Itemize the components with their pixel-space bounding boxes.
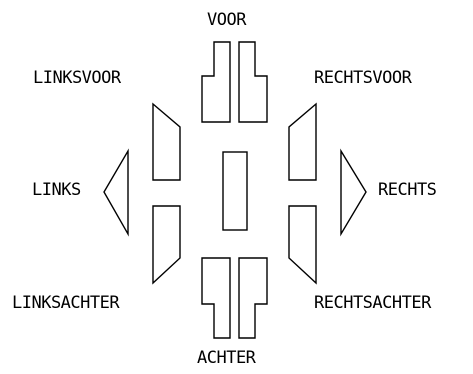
- label-voor: VOOR: [207, 10, 246, 30]
- left-front-piece: [152, 102, 181, 181]
- label-achter: ACHTER: [197, 348, 256, 368]
- front-left-piece: [201, 41, 231, 123]
- rear-right-piece: [238, 257, 268, 339]
- center-block: [222, 151, 248, 231]
- rear-left-piece: [201, 257, 231, 339]
- label-linksvoor: LINKSVOOR: [33, 68, 121, 88]
- label-links: LINKS: [32, 180, 81, 200]
- left-rear-piece: [152, 205, 181, 285]
- label-rechtsvoor: RECHTSVOOR: [314, 68, 412, 88]
- label-rechts: RECHTS: [378, 180, 437, 200]
- front-right-piece: [238, 41, 268, 123]
- right-arrow: [340, 148, 367, 237]
- right-front-piece: [288, 102, 317, 181]
- left-arrow: [103, 148, 129, 237]
- label-linksachter: LINKSACHTER: [12, 293, 120, 313]
- right-rear-piece: [288, 205, 317, 285]
- label-rechtsachter: RECHTSACHTER: [314, 293, 431, 313]
